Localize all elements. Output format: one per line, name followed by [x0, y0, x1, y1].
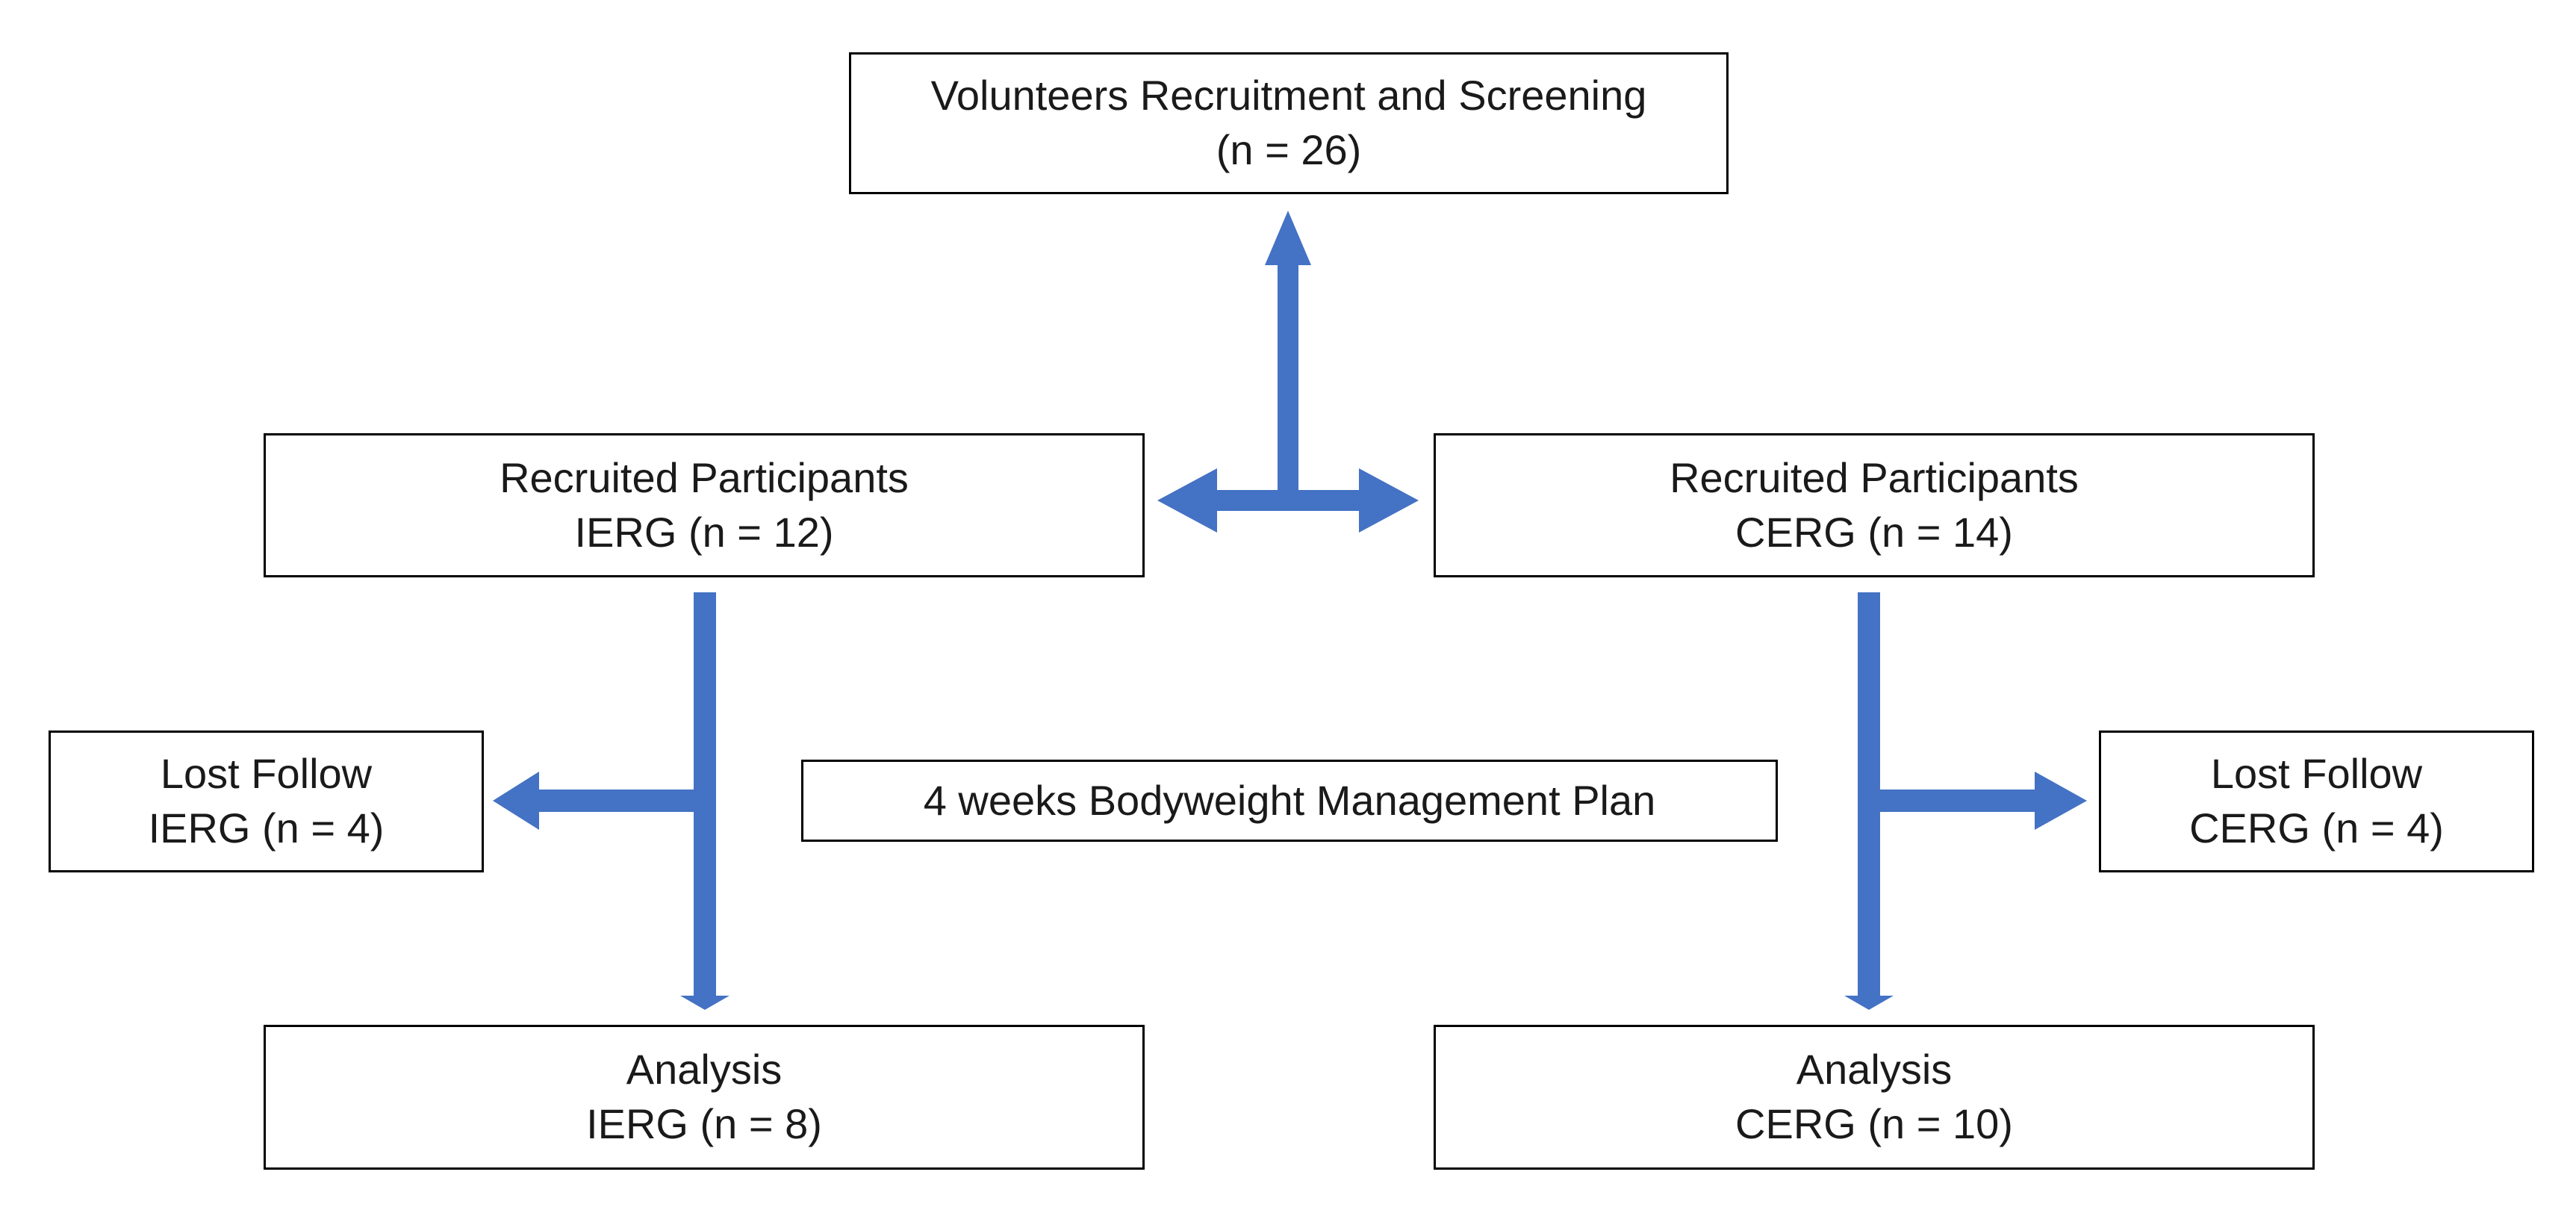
box-recruited-cerg: Recruited Participants CERG (n = 14) [1434, 433, 2315, 577]
box-count: (n = 26) [1216, 126, 1362, 173]
arrow-left-down [680, 592, 729, 1010]
box-count: CERG (n = 4) [2189, 804, 2444, 852]
box-analysis-ierg: Analysis IERG (n = 8) [264, 1025, 1145, 1170]
box-count: CERG (n = 10) [1735, 1100, 2013, 1147]
box-analysis-cerg: Analysis CERG (n = 10) [1434, 1025, 2315, 1170]
box-title: Analysis [1796, 1046, 1953, 1094]
box-title: Lost Follow [2210, 750, 2423, 798]
box-count: IERG (n = 12) [574, 508, 834, 556]
box-lost-follow-cerg: Lost Follow CERG (n = 4) [2099, 731, 2534, 872]
arrow-to-top [1265, 211, 1311, 500]
box-title: Recruited Participants [1670, 453, 2079, 501]
plan-label: 4 weeks Bodyweight Management Plan [923, 776, 1656, 824]
arrow-left-lost [493, 772, 705, 830]
box-lost-follow-ierg: Lost Follow IERG (n = 4) [49, 731, 484, 872]
box-title: Recruited Participants [500, 453, 909, 501]
box-title: Analysis [626, 1046, 783, 1094]
box-bodyweight-plan: 4 weeks Bodyweight Management Plan [801, 760, 1778, 842]
box-volunteers-recruitment: Volunteers Recruitment and Screening (n … [849, 52, 1729, 194]
box-count: IERG (n = 8) [586, 1100, 822, 1147]
arrow-split-horizontal [1157, 468, 1419, 533]
box-title: Lost Follow [160, 750, 373, 798]
box-recruited-ierg: Recruited Participants IERG (n = 12) [264, 433, 1145, 577]
box-title: Volunteers Recruitment and Screening [930, 72, 1647, 120]
arrow-right-lost [1869, 772, 2087, 830]
box-count: IERG (n = 4) [148, 804, 385, 852]
box-count: CERG (n = 14) [1735, 508, 2013, 556]
